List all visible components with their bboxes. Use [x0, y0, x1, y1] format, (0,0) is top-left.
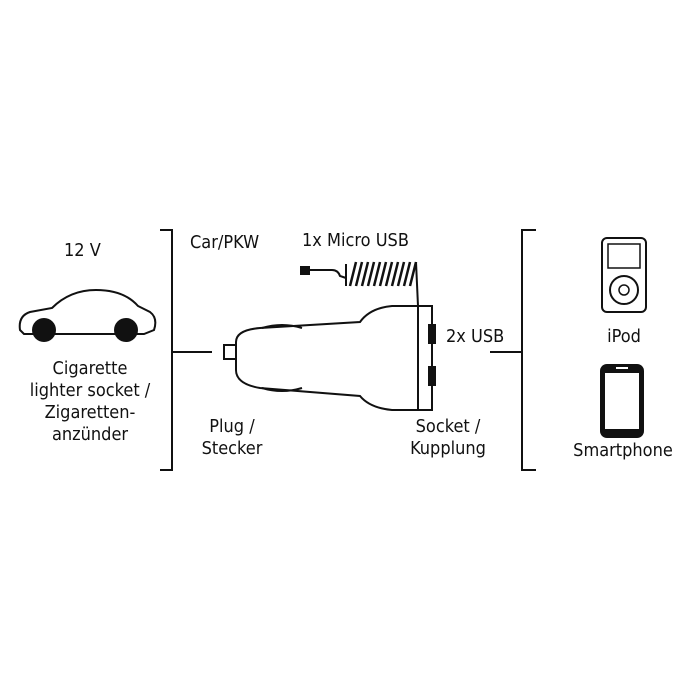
coiled-cable-icon [300, 261, 419, 307]
plug-line-1: Plug / [209, 416, 255, 437]
cigarette-socket-line-3: Zigaretten- [44, 402, 136, 423]
ipod-label: iPod [607, 326, 641, 347]
smartphone-label: Smartphone [573, 440, 673, 461]
voltage-label: 12 V [64, 240, 101, 261]
cigarette-socket-line-4: anzünder [51, 424, 129, 445]
plug-line-2: Stecker [201, 438, 263, 459]
cigarette-socket-line-1: Cigarette [52, 358, 128, 379]
car-icon [18, 288, 157, 342]
cigarette-socket-line-2: lighter socket / [29, 380, 151, 401]
socket-line-2: Kupplung [410, 438, 486, 459]
smartphone-icon [600, 364, 644, 438]
left-bracket [160, 229, 212, 471]
micro-usb-label: 1x Micro USB [302, 230, 409, 251]
cigarette-socket-label: Cigarette lighter socket / Zigaretten- a… [20, 358, 160, 446]
ipod-icon [601, 237, 647, 313]
usb-label: 2x USB [446, 326, 505, 347]
plug-label: Plug / Stecker [192, 416, 272, 460]
car-label: Car/PKW [190, 232, 260, 253]
right-bracket [490, 229, 536, 471]
socket-label: Socket / Kupplung [400, 416, 496, 460]
car-charger-icon [223, 305, 436, 411]
socket-line-1: Socket / [415, 416, 481, 437]
